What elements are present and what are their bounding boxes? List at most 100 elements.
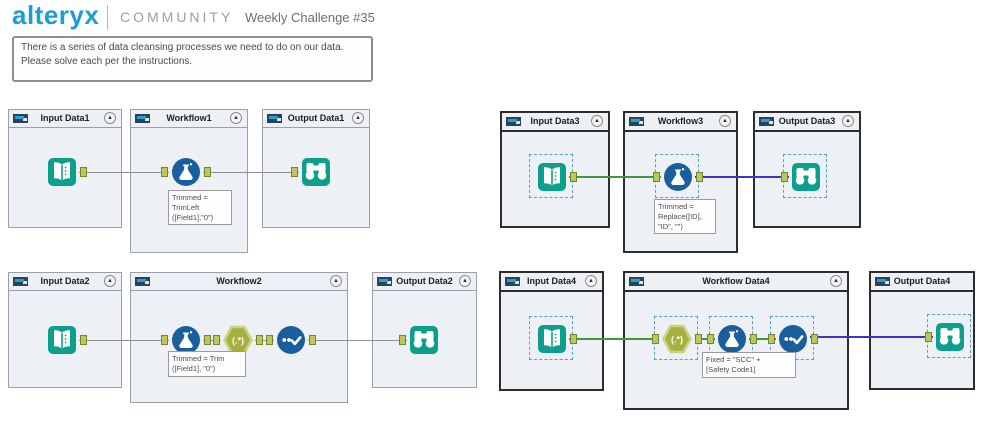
input-data3-tool[interactable]: [529, 154, 577, 198]
container-header[interactable]: Output Data3▲: [755, 113, 859, 132]
output-anchor[interactable]: [811, 334, 818, 344]
workflow3-formula-tool[interactable]: [653, 154, 703, 198]
input-anchor[interactable]: [781, 172, 788, 182]
tool-annotation: Trimmed = Replace([ID], "ID", ""): [654, 199, 716, 235]
collapse-button[interactable]: ▲: [585, 275, 597, 287]
connection-line-green: [569, 338, 658, 340]
output-anchor[interactable]: [309, 335, 316, 345]
container-header[interactable]: Workflow Data4 ▲: [625, 273, 847, 292]
collapse-button[interactable]: ▲: [719, 115, 731, 127]
binoculars-icon: [302, 158, 330, 186]
connection-line-gray: [255, 340, 274, 341]
connection-line-blue: [695, 176, 789, 178]
selection-ring: [529, 154, 573, 198]
workflow2-check-tool[interactable]: [266, 324, 316, 356]
output-anchor[interactable]: [256, 335, 263, 345]
collapse-button[interactable]: ▲: [230, 112, 242, 124]
input-anchor[interactable]: [399, 335, 406, 345]
collapse-button[interactable]: ▲: [830, 275, 842, 287]
container-window-icon: [875, 276, 890, 286]
container-header[interactable]: Input Data2▲: [9, 273, 121, 291]
input-anchor[interactable]: [768, 334, 775, 344]
container-header[interactable]: Workflow2 ▲: [131, 273, 347, 291]
tool-annotation: Fixed = "SCC" + [Safety Code1]: [702, 352, 796, 378]
container-title: Output Data4: [893, 276, 951, 286]
input-data1-tool[interactable]: [46, 156, 87, 188]
container-window-icon: [13, 276, 28, 286]
container-title: Output Data1: [287, 113, 345, 123]
tool-container-input-data4[interactable]: Input Data4▲: [499, 271, 604, 391]
input-data4-tool[interactable]: [529, 316, 577, 360]
output-anchor[interactable]: [695, 334, 702, 344]
container-title: Workflow2: [216, 276, 262, 286]
output-data3-browse-tool[interactable]: [781, 154, 827, 198]
container-window-icon: [13, 113, 28, 123]
container-header[interactable]: Workflow3▲: [625, 113, 736, 132]
output-anchor[interactable]: [570, 334, 577, 344]
container-header[interactable]: Input Data1▲: [9, 110, 121, 128]
formula-flask-icon: [718, 325, 746, 353]
workflow4-formula-tool[interactable]: [707, 316, 757, 360]
container-header[interactable]: Output Data4: [871, 273, 973, 292]
output-anchor[interactable]: [696, 172, 703, 182]
formula-flask-icon: [664, 163, 692, 191]
logo-divider: [107, 5, 108, 30]
collapse-button[interactable]: ▲: [842, 115, 854, 127]
collapse-button[interactable]: ▲: [330, 275, 342, 287]
alteryx-logo: alteryx: [12, 0, 100, 30]
input-anchor[interactable]: [266, 335, 273, 345]
output-data4-browse-tool[interactable]: [925, 314, 971, 358]
output-data2-browse-tool[interactable]: [399, 324, 440, 356]
input-anchor[interactable]: [213, 335, 220, 345]
tool-container-workflow1[interactable]: Workflow1▲: [130, 109, 248, 253]
collapse-button[interactable]: ▲: [104, 275, 116, 287]
container-window-icon: [506, 116, 521, 126]
connection-line-gray: [203, 172, 299, 173]
workflow4-regex-tool[interactable]: (.*): [652, 316, 702, 360]
container-header[interactable]: Input Data4▲: [501, 273, 602, 292]
tool-annotation: Trimmed = Trim ([Field1], "0"): [168, 351, 246, 377]
output-anchor[interactable]: [80, 167, 87, 177]
container-header[interactable]: Output Data2▲: [373, 273, 476, 291]
input-anchor[interactable]: [652, 334, 659, 344]
selection-ring: [927, 314, 971, 358]
collapse-button[interactable]: ▲: [104, 112, 116, 124]
page-title: Weekly Challenge #35: [245, 10, 375, 25]
tool-container-input-data1[interactable]: Input Data1▲: [8, 109, 122, 228]
input-anchor[interactable]: [291, 167, 298, 177]
output-anchor[interactable]: [204, 335, 211, 345]
container-window-icon: [629, 116, 644, 126]
output-anchor[interactable]: [80, 335, 87, 345]
input-anchor[interactable]: [161, 167, 168, 177]
tool-annotation: Trimmed = TrimLeft ([Field1],"0"): [168, 190, 232, 226]
container-title: Workflow Data4: [702, 276, 770, 286]
collapse-button[interactable]: ▲: [591, 115, 603, 127]
input-anchor[interactable]: [653, 172, 660, 182]
output-anchor[interactable]: [750, 334, 757, 344]
comment-tool[interactable]: There is a series of data cleansing proc…: [12, 36, 373, 82]
selection-ring: [529, 316, 573, 360]
open-book-icon: [538, 325, 566, 353]
collapse-button[interactable]: ▲: [352, 112, 364, 124]
input-anchor[interactable]: [707, 334, 714, 344]
open-book-icon: [538, 163, 566, 191]
container-header[interactable]: Output Data1 ▲: [263, 110, 369, 128]
input-anchor[interactable]: [161, 335, 168, 345]
output-anchor[interactable]: [204, 167, 211, 177]
collapse-button[interactable]: ▲: [459, 275, 471, 287]
workflow4-check-tool[interactable]: [768, 316, 818, 360]
workflow2-formula-tool[interactable]: [161, 324, 211, 356]
svg-text:(.*): (.*): [232, 336, 244, 346]
input-data2-tool[interactable]: [46, 324, 87, 356]
connection-line-gray: [203, 340, 221, 341]
connection-line-gray: [308, 340, 407, 341]
input-anchor[interactable]: [925, 332, 932, 342]
binoculars-icon: [792, 163, 820, 191]
container-header[interactable]: Input Data3▲: [502, 113, 608, 132]
container-window-icon: [759, 116, 774, 126]
output-anchor[interactable]: [570, 172, 577, 182]
output-data1-browse-tool[interactable]: [291, 156, 332, 188]
container-header[interactable]: Workflow1▲: [131, 110, 247, 128]
workflow1-formula-tool[interactable]: [161, 156, 211, 188]
